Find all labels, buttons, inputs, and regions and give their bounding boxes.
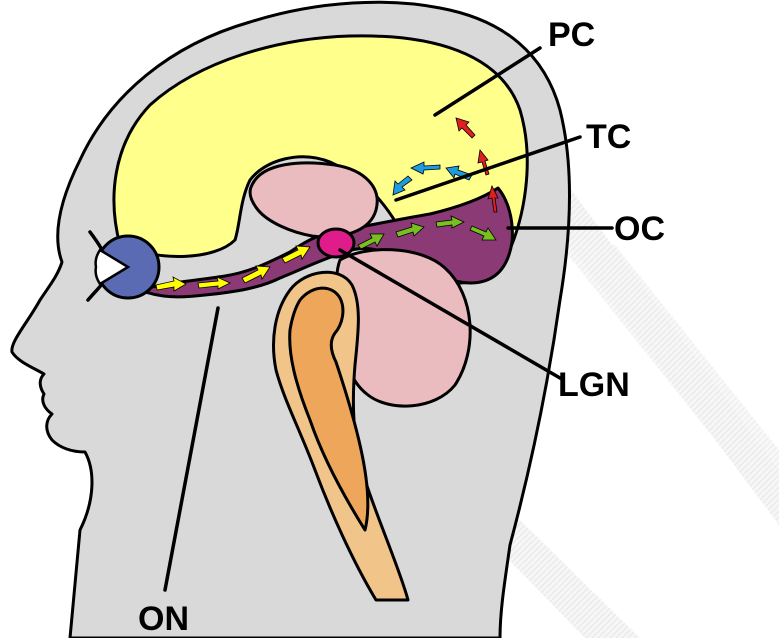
label-on: ON (138, 600, 189, 638)
label-tc: TC (586, 118, 631, 156)
label-pc: PC (548, 16, 595, 54)
lgn-nucleus (318, 229, 354, 257)
label-oc: OC (614, 210, 665, 248)
eye-icon (88, 232, 159, 300)
label-lgn: LGN (558, 366, 630, 404)
